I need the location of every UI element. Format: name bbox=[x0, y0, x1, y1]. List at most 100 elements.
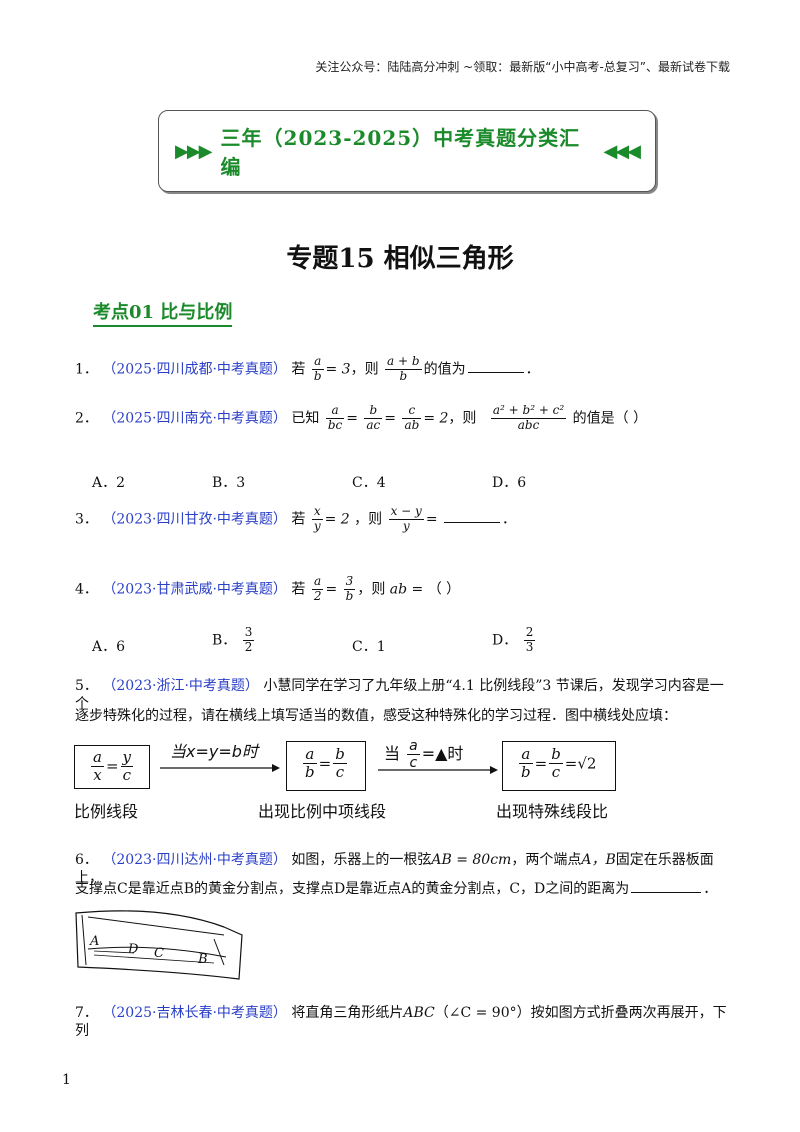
text: 若 bbox=[291, 361, 306, 378]
question-number: 7． bbox=[75, 1005, 98, 1021]
text: 如图，乐器上的一根弦 bbox=[291, 852, 432, 868]
question-source: （2023·甘肃武威·中考真题） bbox=[102, 581, 287, 598]
text: 当 bbox=[384, 744, 401, 764]
text: 按如图方式折叠两次再展开，下列 bbox=[75, 1005, 727, 1040]
question-number: 5． bbox=[75, 678, 98, 694]
page-title: 专题15 相似三角形 bbox=[286, 244, 514, 274]
question-source: （2025·四川成都·中考真题） bbox=[102, 361, 287, 378]
text: （ ） bbox=[427, 581, 461, 598]
section-heading: 考点01 比与比例 bbox=[93, 298, 233, 327]
question-number: 3． bbox=[75, 511, 98, 528]
arrow1-label: 当x=y=b时 bbox=[170, 742, 258, 761]
answer-blank[interactable] bbox=[631, 892, 702, 893]
text: 小慧同学在学习了九年级上册“4.1 比例线段”3 节课后，发现学习内容是一个 bbox=[75, 678, 724, 713]
question-source: （2025·吉林长春·中考真题） bbox=[102, 1005, 287, 1021]
arrows-right-icon: ◀◀◀ bbox=[603, 140, 641, 162]
text: 若 bbox=[291, 511, 306, 528]
answer-blank[interactable] bbox=[467, 372, 524, 374]
arrow-right-icon bbox=[160, 764, 280, 772]
header-note: 关注公众号：陆陆高分冲刺 ~领取：最新版“小中高考-总复习”、最新试卷下载 bbox=[315, 60, 730, 74]
text: A，B bbox=[581, 852, 616, 868]
question-5: 5． （2023·浙江·中考真题） 小慧同学在学习了九年级上册“4.1 比例线段… bbox=[75, 677, 735, 713]
text: = bbox=[425, 511, 438, 528]
question-5-line2: 逐步特殊化的过程，请在横线上填写适当的数值，感受这种特殊化的学习过程．图中横线处… bbox=[75, 708, 677, 724]
question-6: 6． （2023·四川达州·中考真题） 如图，乐器上的一根弦AB = 80cm，… bbox=[75, 851, 735, 887]
text: ab = bbox=[389, 581, 424, 598]
option-a[interactable]: A．2 bbox=[92, 475, 126, 491]
text: B． bbox=[212, 632, 237, 649]
question-number: 1． bbox=[75, 361, 98, 378]
instrument-figure bbox=[75, 910, 243, 980]
text: ，两个端点 bbox=[511, 852, 582, 868]
question-source: （2023·四川达州·中考真题） bbox=[102, 852, 287, 868]
text: 将直角三角形纸片 bbox=[291, 1005, 404, 1021]
text: 的值为 bbox=[423, 361, 466, 378]
question-source: （2023·四川甘孜·中考真题） bbox=[102, 511, 287, 528]
text: D． bbox=[492, 632, 518, 649]
answer-blank[interactable] bbox=[444, 522, 501, 524]
arrows-left-icon: ▶▶▶ bbox=[175, 140, 213, 162]
label-special-ratio: 出现特殊线段比 bbox=[496, 802, 609, 821]
label-mean-proportional: 出现比例中项线段 bbox=[258, 802, 387, 821]
option-b[interactable]: B．3 bbox=[212, 475, 246, 491]
question-source: （2025·四川南充·中考真题） bbox=[102, 410, 287, 427]
text: 已知 bbox=[291, 410, 320, 427]
point-label-c: C bbox=[154, 946, 164, 961]
text: 若 bbox=[291, 581, 306, 598]
point-label-b: B bbox=[198, 952, 208, 967]
text: 固定在乐器板面上， bbox=[75, 852, 714, 887]
banner-text: 三年（2023-2025）中考真题分类汇编 bbox=[220, 126, 581, 179]
text: ． bbox=[525, 361, 540, 378]
question-7: 7． （2025·吉林长春·中考真题） 将直角三角形纸片ABC（∠C = 90°… bbox=[75, 1004, 735, 1040]
question-source: （2023·浙江·中考真题） bbox=[102, 678, 259, 694]
point-label-d: D bbox=[128, 942, 139, 957]
text: ，则 bbox=[448, 410, 477, 427]
option-c[interactable]: C．1 bbox=[352, 639, 386, 655]
question-number: 4． bbox=[75, 581, 98, 598]
option-a[interactable]: A．6 bbox=[92, 639, 126, 655]
sqrt2: √2 bbox=[577, 754, 597, 773]
text: =▲时 bbox=[421, 744, 464, 764]
text: ，则 bbox=[357, 581, 386, 598]
title-banner: ▶▶▶ 三年（2023-2025）中考真题分类汇编 ◀◀◀ bbox=[158, 110, 656, 192]
option-c[interactable]: C．4 bbox=[352, 475, 386, 491]
question-number: 6． bbox=[75, 852, 98, 868]
text: ABC bbox=[403, 1005, 435, 1021]
text: AB = 80cm bbox=[431, 852, 512, 868]
text: ． bbox=[703, 881, 718, 897]
page-number: 1 bbox=[62, 1072, 71, 1088]
text: 支撑点C是靠近点B的黄金分割点，支撑点D是靠近点A的黄金分割点，C，D之间的距离… bbox=[75, 881, 630, 897]
arrow-right-icon bbox=[378, 766, 498, 774]
text: （∠C = 90°） bbox=[434, 1005, 531, 1021]
text: 的值是（ ） bbox=[572, 410, 648, 427]
text: ． bbox=[502, 511, 517, 528]
label-proportional-segments: 比例线段 bbox=[74, 802, 139, 821]
text: ，则 bbox=[354, 511, 383, 528]
question-6-line2: 支撑点C是靠近点B的黄金分割点，支撑点D是靠近点A的黄金分割点，C，D之间的距离… bbox=[75, 880, 717, 898]
text: ，则 bbox=[350, 361, 379, 378]
question-number: 2． bbox=[75, 410, 98, 427]
option-d[interactable]: D．6 bbox=[492, 475, 527, 491]
